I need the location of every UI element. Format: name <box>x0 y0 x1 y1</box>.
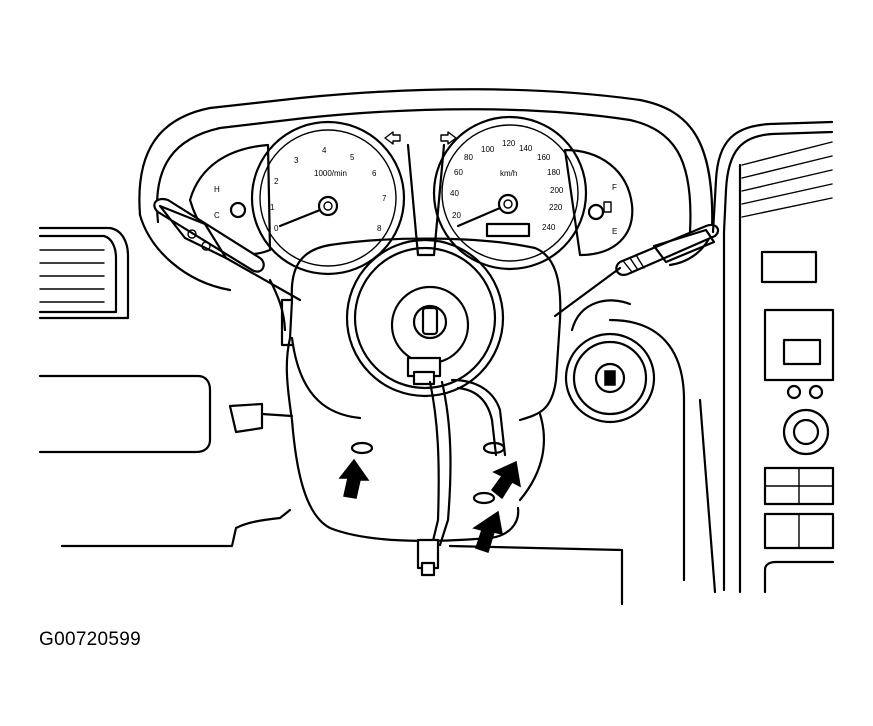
callout-arrows <box>338 458 521 553</box>
arrow-1 <box>338 458 370 499</box>
arrow-2 <box>490 460 521 500</box>
speedo-tick-100: 100 <box>481 145 495 154</box>
tach-tick-6: 6 <box>372 169 377 178</box>
arrow-3 <box>472 510 503 553</box>
fuel-tick-e: E <box>612 227 617 236</box>
speedo-tick-240: 240 <box>542 223 556 232</box>
speedo-tick-140: 140 <box>519 144 533 153</box>
tach-tick-1: 1 <box>270 203 275 212</box>
temperature-gauge: H C <box>214 185 247 220</box>
speedo-unit: km/h <box>500 169 517 178</box>
speedo-tick-40: 40 <box>450 189 459 198</box>
speedo-tick-160: 160 <box>537 153 551 162</box>
speedo-tick-20: 20 <box>452 211 461 220</box>
center-console <box>698 120 835 594</box>
dash-lower-edge <box>60 508 624 606</box>
figure-id-label: G00720599 <box>39 629 142 650</box>
wiper-stalk <box>553 223 720 318</box>
shift-lever <box>228 402 294 434</box>
speedo-tick-80: 80 <box>464 153 473 162</box>
temp-tick-c: C <box>214 211 220 220</box>
speedo-tick-220: 220 <box>549 203 563 212</box>
tach-tick-3: 3 <box>294 156 299 165</box>
steering-column-shroud <box>280 237 562 542</box>
fuel-tick-f: F <box>612 183 617 192</box>
tach-unit: 1000/min <box>314 169 347 178</box>
tach-tick-0: 0 <box>274 224 279 233</box>
wiring-harness <box>416 378 507 577</box>
speedo-tick-180: 180 <box>547 168 561 177</box>
fuel-gauge: F E <box>587 183 617 236</box>
screw-holes <box>350 441 506 505</box>
tach-tick-4: 4 <box>322 146 327 155</box>
speedometer: 20 40 60 80 100 120 140 160 180 200 220 … <box>432 115 588 271</box>
instrument-cluster: 0 1 2 3 4 5 6 7 8 1000/min 20 40 60 <box>188 115 634 276</box>
speedo-tick-200: 200 <box>550 186 564 195</box>
left-air-vent <box>38 226 130 320</box>
tachometer: 0 1 2 3 4 5 6 7 8 1000/min <box>250 120 406 276</box>
tach-tick-7: 7 <box>382 194 387 203</box>
tach-tick-5: 5 <box>350 153 355 162</box>
ignition-switch <box>564 299 686 582</box>
speedo-tick-60: 60 <box>454 168 463 177</box>
tach-tick-8: 8 <box>377 224 382 233</box>
turn-indicator-strip <box>384 131 457 257</box>
turn-signal-stalk <box>153 197 302 302</box>
temp-tick-h: H <box>214 185 220 194</box>
speedo-tick-120: 120 <box>502 139 516 148</box>
airbag-clockspring <box>345 238 505 398</box>
tach-tick-2: 2 <box>274 177 279 186</box>
